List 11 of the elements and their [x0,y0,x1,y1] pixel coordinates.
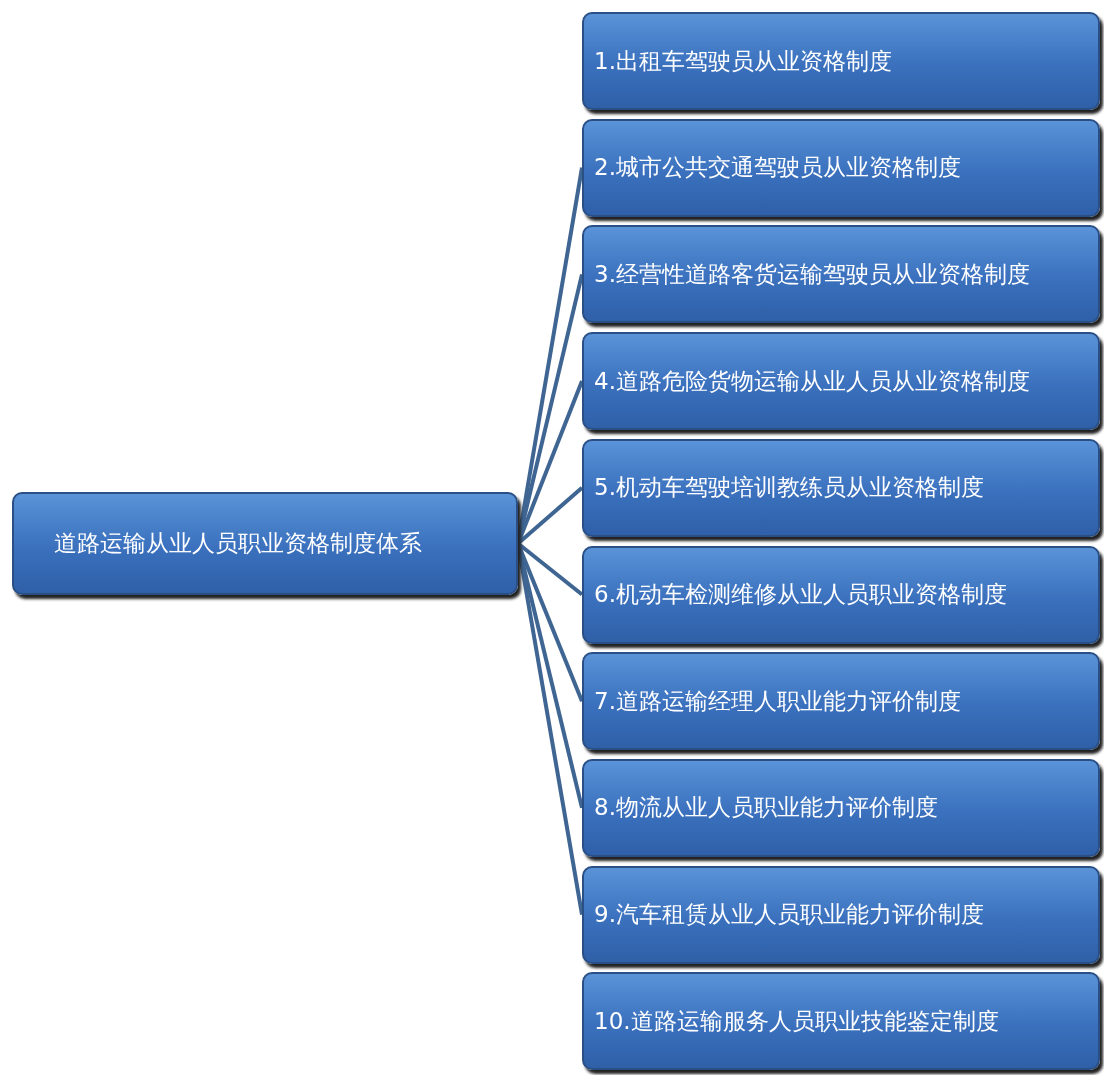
item-box: 10.道路运输服务人员职业技能鉴定制度 [582,972,1100,1071]
item-box: 6.机动车检测维修从业人员职业资格制度 [582,545,1100,644]
item-box: 4.道路危险货物运输从业人员从业资格制度 [582,332,1100,431]
root-box: 道路运输从业人员职业资格制度体系 [12,492,518,595]
item-box: 5.机动车驾驶培训教练员从业资格制度 [582,438,1100,537]
item-box: 2.城市公共交通驾驶员从业资格制度 [582,118,1100,217]
item-box: 3.经营性道路客货运输驾驶员从业资格制度 [582,225,1100,324]
item-box: 8.物流从业人员职业能力评价制度 [582,758,1100,857]
item-box: 7.道路运输经理人职业能力评价制度 [582,652,1100,751]
item-box: 1.出租车驾驶员从业资格制度 [582,12,1100,110]
item-box: 9.汽车租赁从业人员职业能力评价制度 [582,865,1100,964]
